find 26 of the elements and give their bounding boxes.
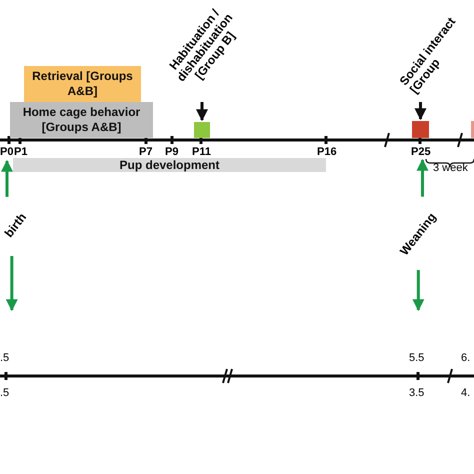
tick-label: P9: [165, 146, 178, 158]
test-marker: [471, 121, 474, 138]
tick-label: .5: [0, 352, 10, 364]
home-cage-bar: Home cage behavior [Groups A&B]: [10, 102, 153, 138]
test-marker: [194, 122, 210, 138]
tick-label: 4.: [461, 387, 470, 399]
test-marker: [412, 121, 429, 138]
tick-label: .5: [0, 387, 10, 399]
tick-label: P11: [192, 146, 211, 158]
tick-label: P1: [14, 146, 28, 158]
arrow: [414, 102, 426, 120]
arrow: [412, 270, 424, 312]
tick-label: 6.: [461, 352, 470, 364]
period-bar: Pup development: [13, 158, 326, 172]
arrow: [416, 158, 428, 197]
arrow: [1, 160, 13, 197]
tick-label: 3.5: [409, 387, 424, 399]
tick-label: P0: [0, 146, 14, 158]
tick-label: P25: [411, 146, 431, 158]
tick-label: 5.5: [409, 352, 424, 364]
arrow: [196, 102, 208, 122]
duration-label: 3 week: [433, 162, 468, 174]
retrieval-bar: Retrieval [Groups A&B]: [24, 66, 141, 102]
arrow: [6, 256, 18, 312]
tick-label: P7: [139, 146, 152, 158]
tick-label: P16: [317, 146, 337, 158]
